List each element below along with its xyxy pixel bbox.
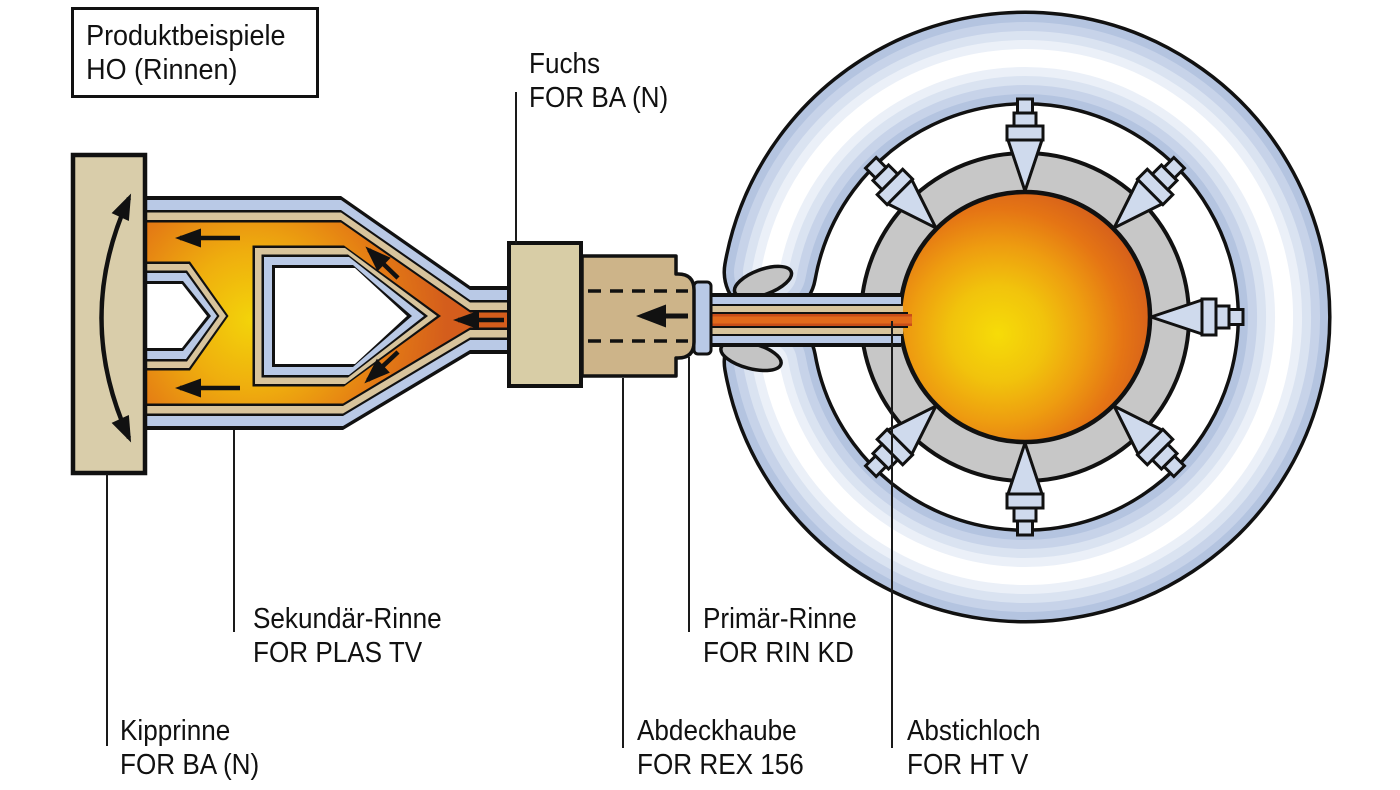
sekundaer-rinne-channel <box>140 196 510 430</box>
label-sekundaer-rinne: Sekundär-Rinne FOR PLAS TV <box>253 603 442 669</box>
label-abstichloch: Abstichloch FOR HT V <box>907 715 1041 781</box>
title-box: Produktbeispiele HO (Rinnen) <box>71 7 319 98</box>
label-primaer-rinne: Primär-Rinne FOR RIN KD <box>703 603 857 669</box>
flow-arrows <box>175 228 504 398</box>
tilt-arrow <box>99 193 132 443</box>
kipprinne-trough <box>70 152 148 476</box>
fuchs-block <box>507 241 583 388</box>
primaer-rinne-channel <box>692 280 912 356</box>
runner-mouth-bracket <box>692 280 713 356</box>
abdeckhaube-hood <box>580 254 696 378</box>
title-line1: Produktbeispiele <box>86 20 286 52</box>
runner-island-left <box>145 261 229 371</box>
label-abdeckhaube: Abdeckhaube FOR REX 156 <box>637 715 804 781</box>
induction-furnace <box>719 10 1332 624</box>
leader-lines <box>106 92 893 748</box>
cooling-ring <box>719 10 1332 624</box>
label-fuchs: Fuchs FOR BA (N) <box>529 48 669 114</box>
melt-bath <box>897 189 1153 445</box>
label-kipprinne: Kipprinne FOR BA (N) <box>120 715 260 781</box>
title-line2: HO (Rinnen) <box>86 54 238 86</box>
runner-island-right <box>252 245 441 387</box>
